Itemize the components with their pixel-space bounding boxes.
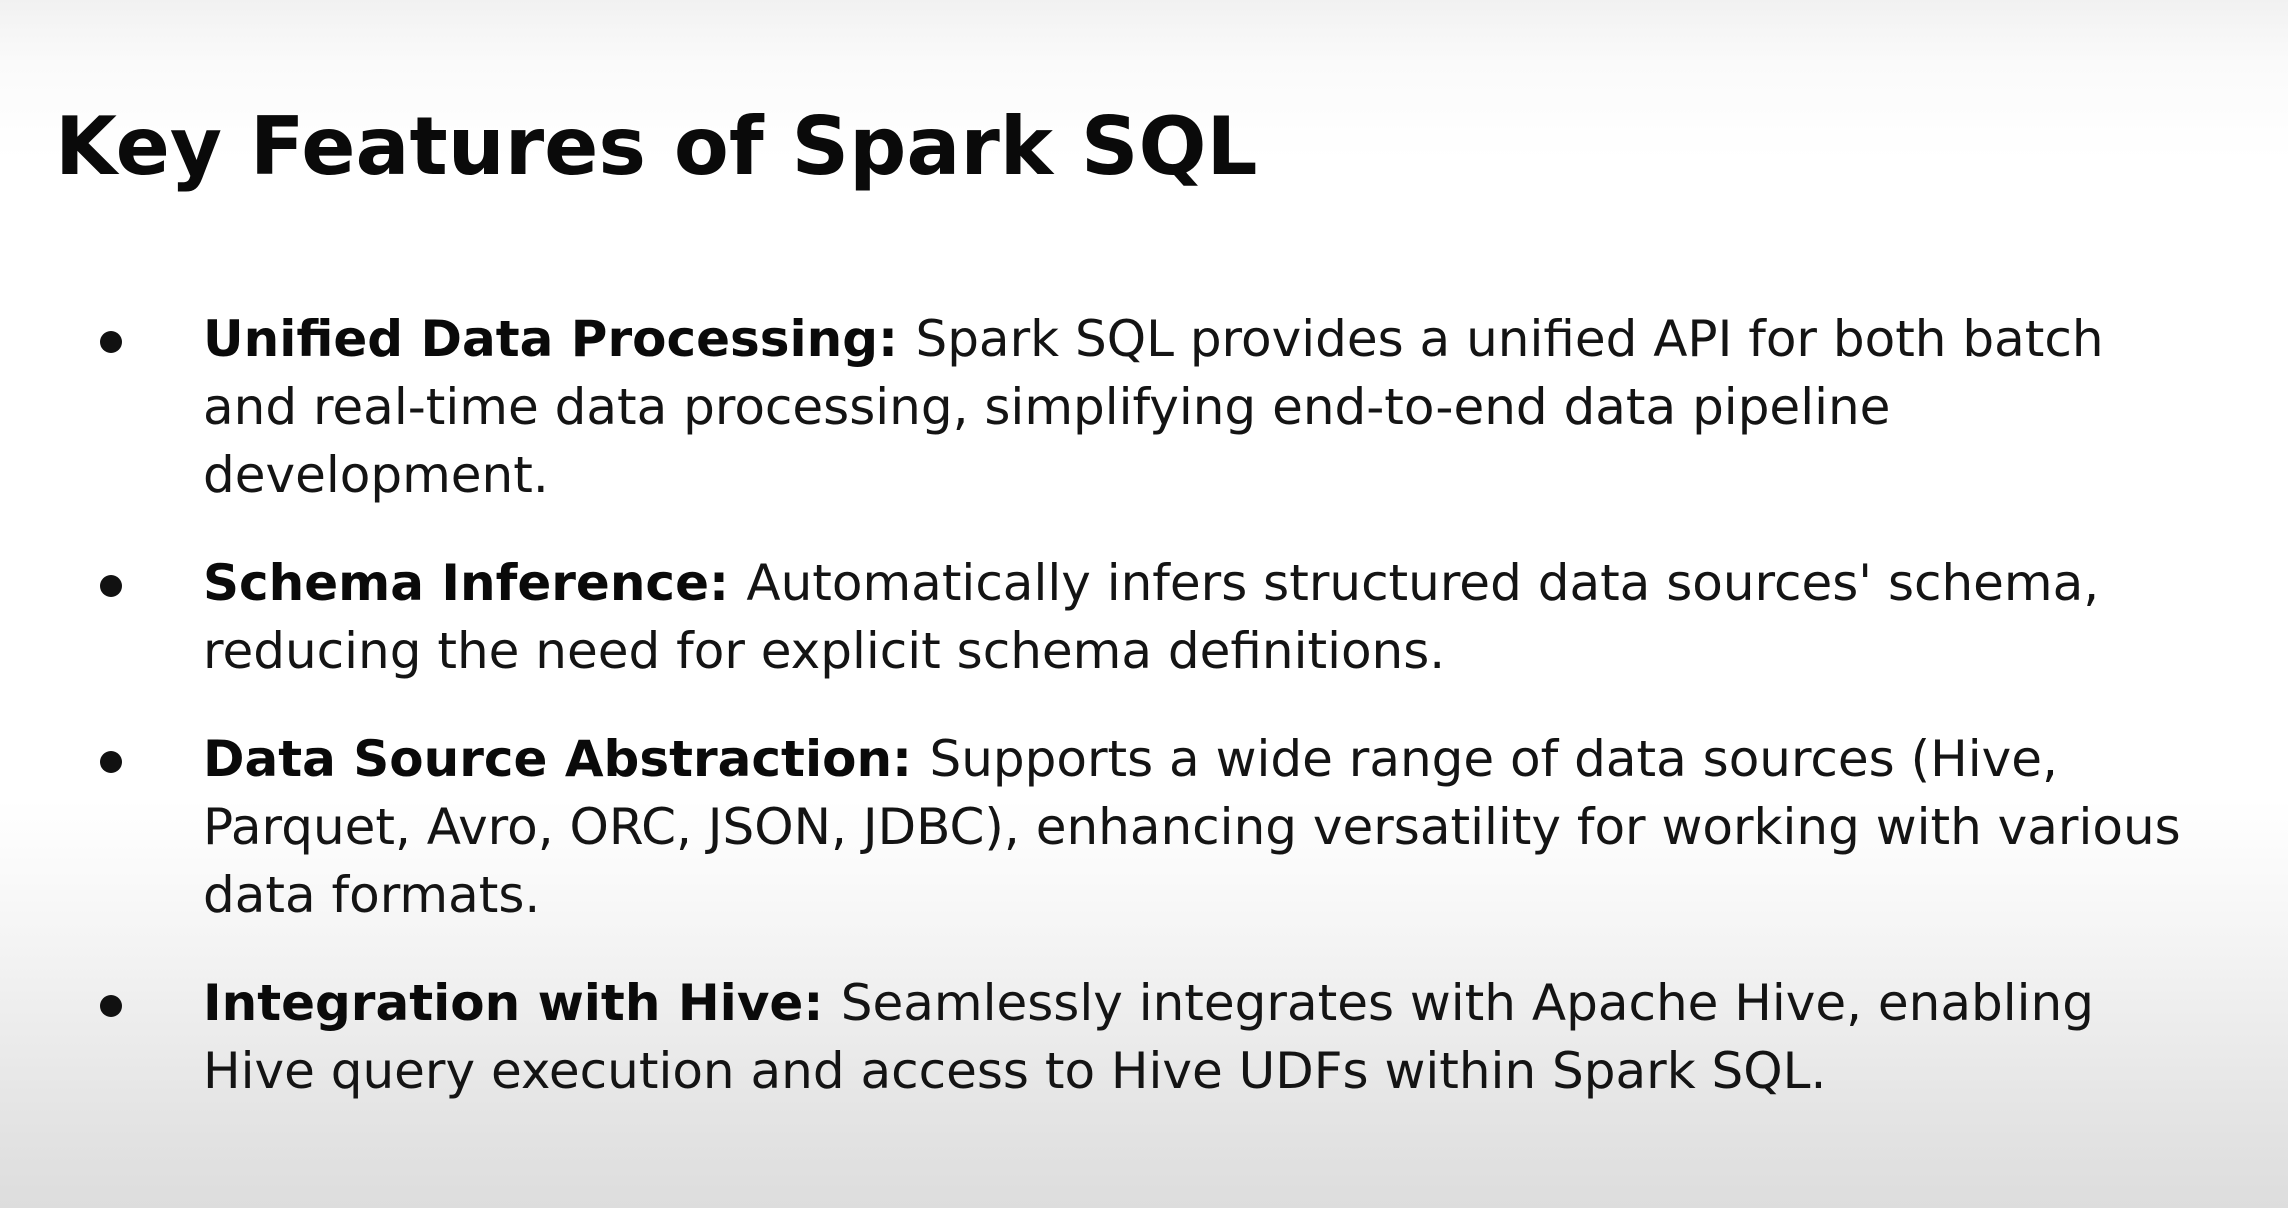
- bullet-icon: [100, 575, 122, 597]
- feature-description: Supports a wide range of data sources (H…: [203, 730, 2181, 924]
- feature-description: Seamlessly integrates with Apache Hive, …: [203, 974, 2094, 1100]
- feature-term: Integration with Hive:: [203, 974, 841, 1032]
- feature-term: Unified Data Processing:: [203, 310, 916, 368]
- feature-item-schema-inference: Schema Inference: Automatically infers s…: [0, 549, 2203, 685]
- feature-list: Unified Data Processing: Spark SQL provi…: [0, 305, 2288, 1105]
- bullet-icon: [100, 751, 122, 773]
- feature-item-unified-data-processing: Unified Data Processing: Spark SQL provi…: [0, 305, 2203, 509]
- feature-term: Schema Inference:: [203, 554, 747, 612]
- bullet-icon: [100, 331, 122, 353]
- bullet-icon: [100, 995, 122, 1017]
- feature-item-data-source-abstraction: Data Source Abstraction: Supports a wide…: [0, 725, 2203, 929]
- slide-title: Key Features of Spark SQL: [55, 100, 1258, 193]
- feature-item-integration-with-hive: Integration with Hive: Seamlessly integr…: [0, 969, 2203, 1105]
- feature-term: Data Source Abstraction:: [203, 730, 930, 788]
- feature-description: Spark SQL provides a unified API for bot…: [203, 310, 2104, 504]
- feature-description: Automatically infers structured data sou…: [203, 554, 2100, 680]
